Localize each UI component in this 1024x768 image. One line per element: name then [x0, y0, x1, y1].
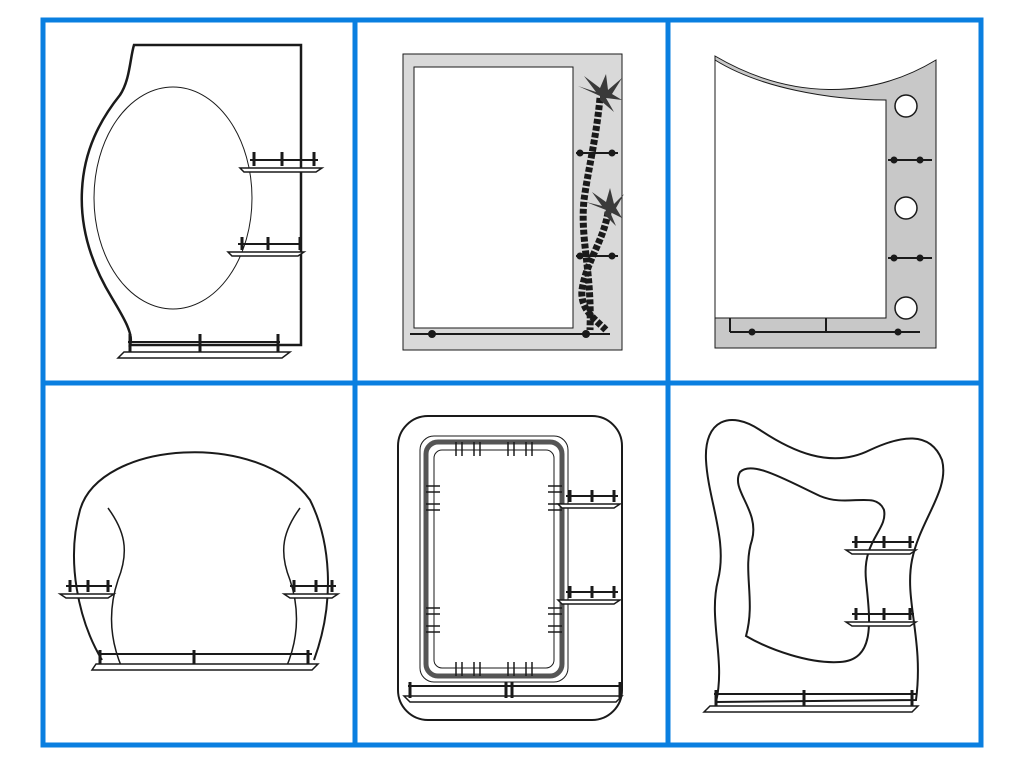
mirror-glass [714, 59, 887, 319]
glass-shelf-bottom [402, 682, 624, 703]
mirror-rounded-frame[interactable] [397, 415, 624, 721]
glass-shelf-upper [238, 152, 325, 173]
mirror-glass [413, 66, 574, 329]
glass-shelf-middle [556, 586, 623, 605]
glass-shelf-right [281, 580, 341, 599]
inner-glass-outline [737, 467, 886, 664]
oval-engraving [93, 86, 253, 310]
mirror-arch-round[interactable] [57, 451, 341, 671]
lamp-icon [894, 296, 918, 320]
left-inlay [107, 507, 126, 669]
mirror-asymmetric-oval[interactable] [80, 43, 325, 359]
mirror-freeform-wave[interactable] [702, 419, 945, 713]
glass-shelf-left [57, 580, 117, 599]
frame-outer-line [419, 435, 569, 683]
mirror-palm-trees[interactable] [402, 53, 624, 351]
lamp-icons [894, 94, 918, 320]
frame-inner-line [433, 449, 555, 669]
glass-shelf-bottom [702, 690, 920, 713]
lamp-icon [894, 94, 918, 118]
glass-shelf-upper [843, 536, 919, 555]
catalog-grid-borders [40, 17, 984, 748]
glass-shelf-middle [843, 608, 919, 627]
mirror-outline [73, 451, 329, 661]
palm-trunks [578, 97, 612, 333]
mirror-outline [80, 43, 303, 347]
frame-double-line [423, 439, 565, 679]
glass-shelf-bottom [90, 650, 320, 671]
mirror-outline [397, 415, 623, 721]
right-inlay [282, 507, 301, 669]
palm-fronds [578, 74, 624, 226]
mirror-outline [704, 419, 945, 704]
frame-bar-decor [426, 442, 562, 676]
glass-shelf-middle [226, 237, 307, 257]
glass-shelf-bottom [116, 334, 293, 359]
shelf-rails [729, 156, 932, 336]
mirror-curved-top-lamps[interactable] [714, 55, 937, 349]
lamp-icon [894, 196, 918, 220]
shelf-rails [410, 149, 618, 338]
glass-shelf-upper [556, 490, 623, 509]
